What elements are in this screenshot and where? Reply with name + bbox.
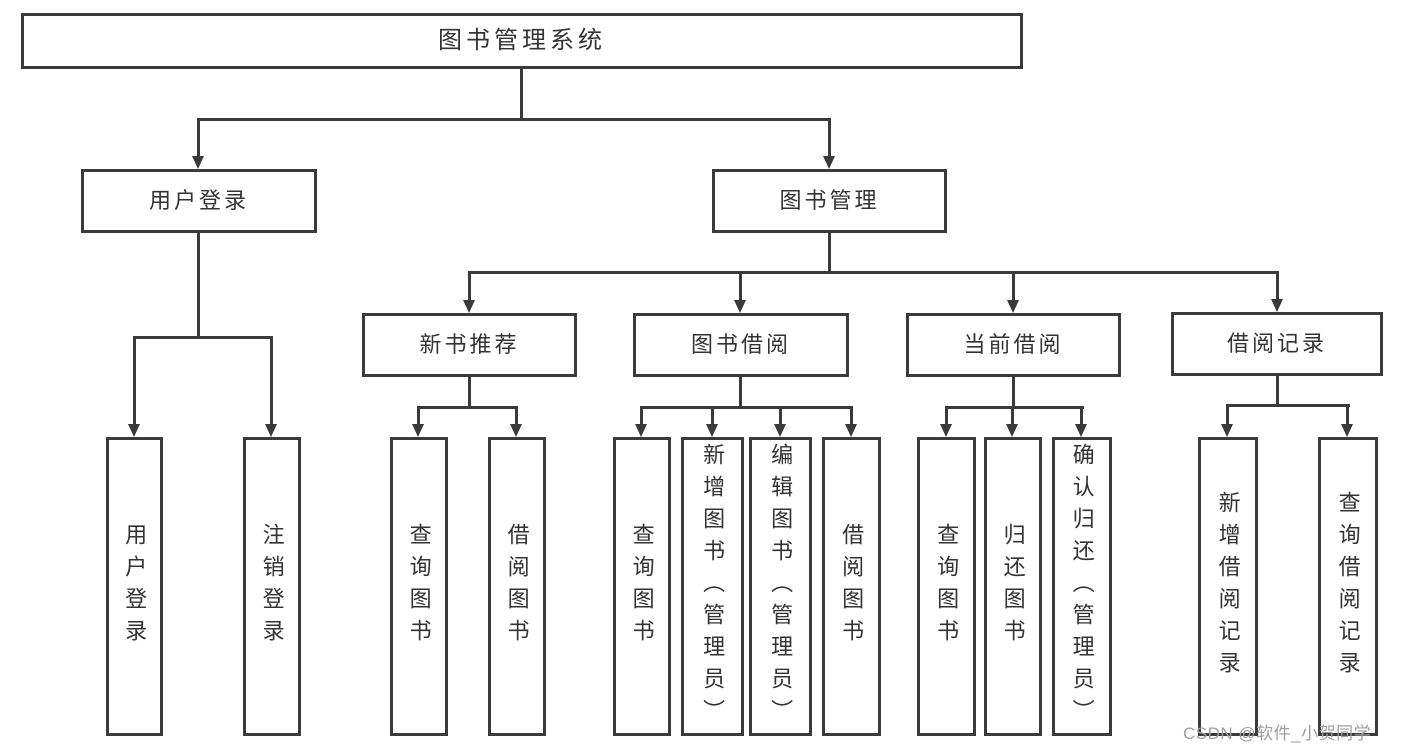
node-book-borrow: 图书借阅 <box>633 313 849 377</box>
connector-drop-bb-add <box>711 406 714 424</box>
node-label: 新增图书（管理员） <box>700 442 726 731</box>
node-label: 归还图书 <box>1000 522 1026 651</box>
connector-drop-bb-borrow <box>850 406 853 424</box>
node-label: 编辑图书（管理员） <box>768 442 794 731</box>
node-leaf-bb-borrow-book: 借阅图书 <box>822 437 881 736</box>
connector-drop-rec-borrow <box>515 406 518 424</box>
node-label: 用户登录 <box>148 188 249 213</box>
connector-drop-user-login <box>197 118 200 157</box>
node-book-mgmt: 图书管理 <box>712 169 947 233</box>
arrowhead-down-icon <box>510 424 522 437</box>
node-leaf-br-query-record: 查询借阅记录 <box>1318 437 1378 736</box>
node-label: 图书借阅 <box>690 332 791 357</box>
arrowhead-down-icon <box>463 300 475 313</box>
connector-drop-cb-confirm <box>1080 406 1083 424</box>
arrowhead-down-icon <box>774 424 786 437</box>
connector-user-login-stem <box>197 233 200 336</box>
node-label: 查询图书 <box>934 522 960 651</box>
arrowhead-down-icon <box>734 300 746 313</box>
arrowhead-down-icon <box>265 424 277 437</box>
node-leaf-bb-edit-book: 编辑图书（管理员） <box>749 437 812 736</box>
node-label: 当前借阅 <box>963 332 1064 357</box>
node-leaf-user-login: 用户登录 <box>106 437 163 736</box>
node-label: 用户登录 <box>122 522 148 651</box>
connector-drop-bb-query <box>640 406 643 424</box>
node-new-book-rec: 新书推荐 <box>362 313 577 377</box>
node-label: 图书管理 <box>779 188 880 213</box>
connector-current-borrow-bus <box>945 406 1084 409</box>
arrowhead-down-icon <box>1007 300 1019 313</box>
connector-user-login-bus <box>133 336 273 339</box>
connector-root-stem <box>520 69 523 120</box>
connector-drop-current-borrow <box>1012 271 1015 300</box>
node-label: 确认归还（管理员） <box>1069 442 1095 731</box>
node-label: 借阅图书 <box>839 522 865 651</box>
connector-drop-book-borrow <box>739 271 742 300</box>
connector-borrow-record-stem <box>1276 376 1279 404</box>
arrowhead-down-icon <box>128 424 140 437</box>
connector-current-borrow-stem <box>1012 377 1015 406</box>
node-leaf-rec-borrow-book: 借阅图书 <box>488 437 546 736</box>
connector-drop-br-add <box>1226 404 1229 424</box>
node-current-borrow: 当前借阅 <box>906 313 1121 377</box>
node-label: 查询借阅记录 <box>1335 490 1361 683</box>
connector-drop-book-mgmt <box>828 118 831 157</box>
connector-borrow-record-bus <box>1226 404 1350 407</box>
node-leaf-cb-return-book: 归还图书 <box>984 437 1042 736</box>
connector-drop-br-query <box>1346 404 1349 424</box>
node-label: 新书推荐 <box>419 332 520 357</box>
arrowhead-down-icon <box>1271 299 1283 312</box>
node-label: 新增借阅记录 <box>1215 490 1241 683</box>
connector-drop-bb-edit <box>779 406 782 424</box>
connector-book-borrow-stem <box>739 377 742 406</box>
arrowhead-down-icon <box>823 156 835 169</box>
node-label: 借阅记录 <box>1226 331 1327 356</box>
node-leaf-logout: 注销登录 <box>243 437 301 736</box>
connector-book-mgmt-stem <box>828 233 831 271</box>
node-borrow-record: 借阅记录 <box>1171 312 1383 376</box>
connector-drop-login-sub <box>133 336 136 424</box>
node-leaf-bb-query-book: 查询图书 <box>613 437 671 736</box>
arrowhead-down-icon <box>845 424 857 437</box>
connector-new-book-rec-stem <box>468 377 471 406</box>
arrowhead-down-icon <box>1221 424 1233 437</box>
arrowhead-down-icon <box>706 424 718 437</box>
node-root: 图书管理系统 <box>21 13 1023 69</box>
arrowhead-down-icon <box>1075 424 1087 437</box>
node-label: 注销登录 <box>259 522 285 651</box>
node-label: 借阅图书 <box>504 522 530 651</box>
arrowhead-down-icon <box>192 156 204 169</box>
node-label: 图书管理系统 <box>438 27 606 54</box>
node-user-login: 用户登录 <box>81 169 317 233</box>
arrowhead-down-icon <box>635 424 647 437</box>
connector-root-bus <box>197 118 831 121</box>
node-leaf-bb-add-book: 新增图书（管理员） <box>681 437 744 736</box>
connector-drop-borrow-record <box>1276 271 1279 299</box>
connector-drop-logout <box>270 336 273 424</box>
connector-drop-cb-return <box>1011 406 1014 424</box>
arrowhead-down-icon <box>1341 424 1353 437</box>
csdn-watermark: CSDN @软件_小贺同学 <box>1183 724 1372 743</box>
node-leaf-cb-confirm-return: 确认归还（管理员） <box>1052 437 1112 736</box>
arrowhead-down-icon <box>940 424 952 437</box>
node-leaf-cb-query-book: 查询图书 <box>917 437 976 736</box>
connector-drop-rec-query <box>417 406 420 424</box>
node-label: 查询图书 <box>406 522 432 651</box>
arrowhead-down-icon <box>412 424 424 437</box>
connector-level3-bus <box>468 271 1279 274</box>
node-label: 查询图书 <box>629 522 655 651</box>
connector-drop-cb-query <box>945 406 948 424</box>
arrowhead-down-icon <box>1006 424 1018 437</box>
node-leaf-br-add-record: 新增借阅记录 <box>1198 437 1258 736</box>
node-leaf-rec-query-book: 查询图书 <box>390 437 448 736</box>
connector-drop-new-book-rec <box>468 271 471 300</box>
connector-book-borrow-bus <box>640 406 853 409</box>
connector-new-book-rec-bus <box>417 406 518 409</box>
